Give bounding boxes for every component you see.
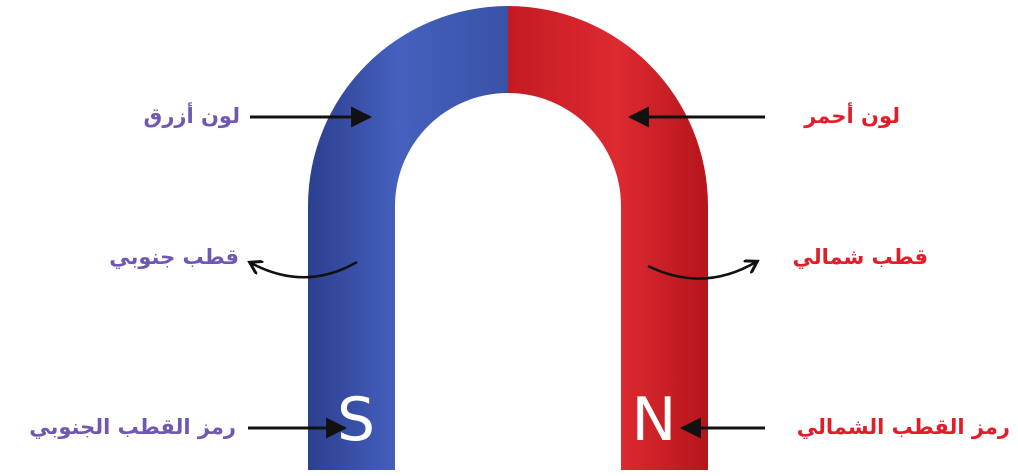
label-south-pole: قطب جنوبي [109,243,239,271]
label-north-symbol: رمز القطب الشمالي [797,413,1010,441]
label-blue-color: لون أزرق [144,102,240,130]
label-south-symbol: رمز القطب الجنوبي [29,413,236,441]
north-pole-symbol: N [632,385,677,455]
label-red-color: لون أحمر [804,102,900,130]
magnet-north-half [508,6,708,470]
label-north-pole: قطب شمالي [793,243,929,271]
south-pole-symbol: S [337,385,375,455]
